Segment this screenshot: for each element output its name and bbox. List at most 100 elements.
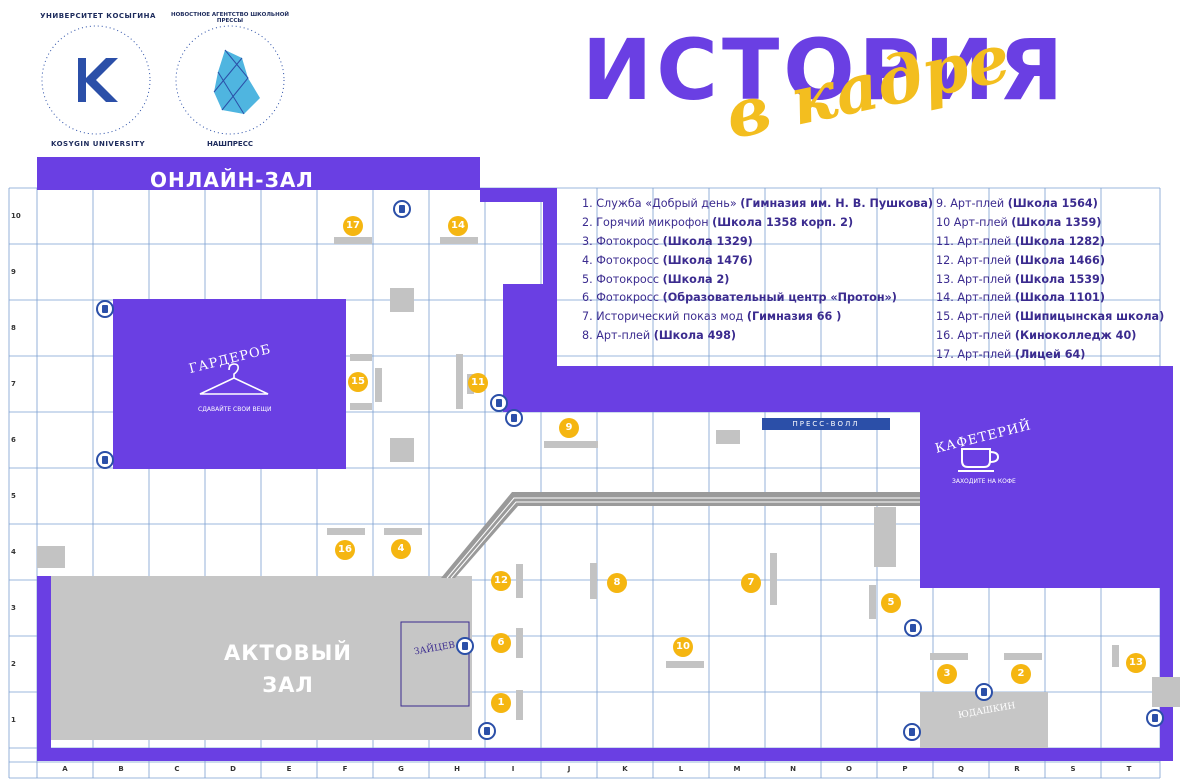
- stand-marker-12[interactable]: 12: [491, 571, 511, 591]
- legend-item: 2. Горячий микрофон (Школа 1358 корп. 2): [582, 215, 854, 229]
- column-label: N: [790, 765, 796, 773]
- online-hall-wall: [37, 157, 480, 190]
- legend-item: 9. Арт-плей (Школа 1564): [936, 197, 1098, 210]
- column-label: F: [342, 765, 348, 773]
- column-label: Q: [958, 765, 964, 773]
- legend-item: 8. Арт-плей (Школа 498): [582, 329, 737, 343]
- wall-right-edge: [1160, 410, 1173, 750]
- legend-item: 7. Исторический показ мод (Гимназия 66 ): [582, 310, 842, 324]
- agency-logo-text-top: НОВОСТНОЕ АГЕНТСТВО ШКОЛЬНОЙ ПРЕССЫ: [171, 12, 289, 24]
- legend-left: 1. Служба «Добрый день» (Гимназия им. Н.…: [582, 195, 933, 346]
- stand-marker-15[interactable]: 15: [348, 372, 368, 392]
- legend-item: 6. Фотокросс (Образовательный центр «Про…: [582, 291, 897, 305]
- column-label: M: [733, 765, 741, 773]
- wall-left-bottom: [37, 576, 51, 761]
- university-logo: [36, 20, 156, 140]
- row-label: 2: [11, 660, 16, 668]
- legend-item: 15. Арт-плей (Шипицынская школа): [936, 310, 1165, 324]
- stand-marker-6[interactable]: 6: [491, 633, 511, 653]
- power-outlet-icon: [505, 409, 523, 427]
- stands: [37, 237, 1180, 720]
- column-label: O: [846, 765, 852, 773]
- assembly-hall-label-line1: АКТОВЫЙ: [224, 641, 352, 665]
- legend-item: 3. Фотокросс (Школа 1329): [582, 234, 753, 248]
- university-logo-text-bottom: KOSYGIN UNIVERSITY: [50, 140, 146, 148]
- legend-item: 13. Арт-плей (Школа 1539): [936, 272, 1105, 286]
- column-label: T: [1126, 765, 1132, 773]
- stand-marker-4[interactable]: 4: [391, 539, 411, 559]
- assembly-hall-label-line2: ЗАЛ: [262, 673, 314, 697]
- power-outlet-icon: [478, 722, 496, 740]
- column-label: R: [1014, 765, 1020, 773]
- legend-item: 11. Арт-плей (Школа 1282): [936, 234, 1105, 248]
- stand-marker-8[interactable]: 8: [607, 573, 627, 593]
- stand-marker-7[interactable]: 7: [741, 573, 761, 593]
- legend-item: 4. Фотокросс (Школа 1476): [582, 253, 753, 267]
- press-wall: ПРЕСС-ВОЛЛ: [762, 418, 890, 430]
- column-label: G: [398, 765, 404, 773]
- row-label: 4: [11, 548, 16, 556]
- column-label: C: [174, 765, 180, 773]
- column-label: J: [567, 765, 571, 773]
- coffee-cup-icon: [958, 448, 1000, 472]
- column-label: K: [622, 765, 628, 773]
- power-outlet-icon: [456, 637, 474, 655]
- wardrobe-subtitle: СДАВАЙТЕ СВОИ ВЕЩИ: [198, 406, 272, 413]
- yudashkin-room: [920, 692, 1048, 748]
- cafeteria-subtitle: ЗАХОДИТЕ НА КОФЕ: [952, 478, 1016, 485]
- power-outlet-icon: [904, 619, 922, 637]
- stand-marker-10[interactable]: 10: [673, 637, 693, 657]
- stand-marker-9[interactable]: 9: [559, 418, 579, 438]
- zaitsev-room: [400, 621, 470, 707]
- wardrobe-room: [113, 299, 346, 469]
- column-label: H: [454, 765, 460, 773]
- agency-logo: [170, 20, 290, 140]
- row-label: 9: [11, 268, 16, 276]
- row-label: 6: [11, 436, 16, 444]
- row-label: 3: [11, 604, 16, 612]
- legend-item: 5. Фотокросс (Школа 2): [582, 272, 730, 286]
- power-outlet-icon: [96, 300, 114, 318]
- legend-item: 10 Арт-плей (Школа 1359): [936, 215, 1102, 229]
- wall-cafe-block: [920, 410, 1173, 588]
- legend-item: 12. Арт-плей (Школа 1466): [936, 253, 1105, 267]
- ramp: [441, 492, 920, 579]
- legend-item: 16. Арт-плей (Киноколледж 40): [936, 329, 1137, 343]
- column-label: E: [286, 765, 292, 773]
- wall-middle-band: [503, 366, 1173, 412]
- event-title: ИСТОРИЯ: [582, 21, 1068, 119]
- stand-marker-16[interactable]: 16: [335, 540, 355, 560]
- power-outlet-icon: [393, 200, 411, 218]
- column-label: P: [902, 765, 908, 773]
- power-outlet-icon: [96, 451, 114, 469]
- row-label: 10: [11, 212, 21, 220]
- stand-marker-11[interactable]: 11: [468, 373, 488, 393]
- column-label: I: [511, 765, 515, 773]
- legend-right: 9. Арт-плей (Школа 1564) 10 Арт-плей (Шко…: [936, 195, 1164, 365]
- power-outlet-icon: [903, 723, 921, 741]
- university-logo-text-top: УНИВЕРСИТЕТ КОСЫГИНА: [40, 12, 156, 20]
- assembly-hall-label: АКТОВЫЙ ЗАЛ: [208, 637, 368, 701]
- stand-marker-2[interactable]: 2: [1011, 664, 1031, 684]
- stand-marker-13[interactable]: 13: [1126, 653, 1146, 673]
- column-label: A: [62, 765, 68, 773]
- row-label: 1: [11, 716, 16, 724]
- assembly-hall-room: [51, 576, 472, 740]
- stand-marker-17[interactable]: 17: [343, 216, 363, 236]
- hanger-icon: [199, 363, 269, 395]
- legend-item: 14. Арт-плей (Школа 1101): [936, 291, 1105, 305]
- power-outlet-icon: [975, 683, 993, 701]
- online-hall-label: ОНЛАЙН-ЗАЛ: [150, 168, 314, 192]
- wall-bottom: [37, 748, 1173, 761]
- online-hall-wall-right: [480, 188, 557, 202]
- legend-item: 17. Арт-плей (Лицей 64): [936, 348, 1086, 362]
- row-label: 7: [11, 380, 16, 388]
- stand-marker-3[interactable]: 3: [937, 664, 957, 684]
- stand-marker-1[interactable]: 1: [491, 693, 511, 713]
- stand-marker-14[interactable]: 14: [448, 216, 468, 236]
- stand-marker-5[interactable]: 5: [881, 593, 901, 613]
- power-outlet-icon: [1146, 709, 1164, 727]
- row-label: 8: [11, 324, 16, 332]
- agency-logo-text-bottom: НАШПРЕСС: [207, 140, 253, 148]
